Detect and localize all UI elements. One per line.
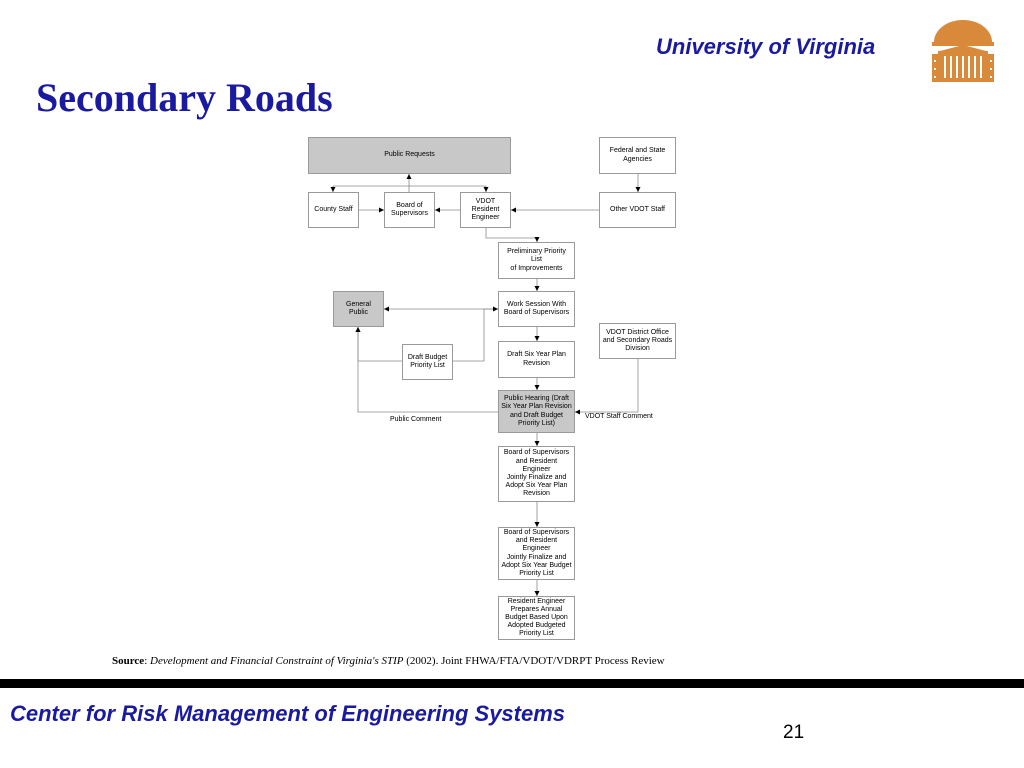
node-public-requests: Public Requests — [308, 137, 511, 174]
slide-title: Secondary Roads — [36, 75, 333, 120]
node-draft-budget-priority-list: Draft Budget Priority List — [402, 344, 453, 380]
source-detail: (2002). Joint FHWA/FTA/VDOT/VDRPT Proces… — [403, 655, 665, 667]
source-citation: Source: Development and Financial Constr… — [112, 655, 665, 667]
node-other-vdot-staff: Other VDOT Staff — [599, 192, 676, 228]
node-finalize-budget-priority: Board of Supervisors and Resident Engine… — [498, 527, 575, 580]
page-number: 21 — [783, 722, 805, 743]
node-preliminary-priority-list: Preliminary Priority List of Improvement… — [498, 242, 575, 279]
connector — [453, 306, 498, 362]
node-general-public: General Public — [333, 291, 384, 327]
node-finalize-six-year-plan: Board of Supervisors and Resident Engine… — [498, 446, 575, 502]
footer-divider — [0, 679, 1024, 688]
node-work-session: Work Session With Board of Supervisors — [498, 291, 575, 327]
node-public-hearing: Public Hearing (Draft Six Year Plan Revi… — [498, 390, 575, 433]
connector — [355, 327, 498, 413]
source-title: Development and Financial Constraint of … — [150, 655, 404, 667]
source-label: Source — [112, 655, 145, 667]
label-public-comment: Public Comment — [390, 416, 442, 423]
footer-organization: Center for Risk Management of Engineerin… — [10, 701, 566, 726]
node-county-staff: County Staff — [308, 192, 359, 228]
flowchart-connectors — [330, 174, 641, 596]
node-vdot-resident-engineer: VDOT Resident Engineer — [460, 192, 511, 228]
connector — [575, 359, 639, 415]
node-vdot-district-office: VDOT District Office and Secondary Roads… — [599, 323, 676, 359]
label-vdot-staff-comment: VDOT Staff Comment — [585, 413, 653, 420]
connector — [485, 228, 540, 242]
node-board-of-supervisors: Board of Supervisors — [384, 192, 435, 228]
source-separator: : — [144, 655, 150, 667]
rotunda-icon — [928, 16, 998, 86]
node-federal-state-agencies: Federal and State Agencies — [599, 137, 676, 174]
university-name: University of Virginia — [656, 34, 876, 59]
node-annual-budget: Resident Engineer Prepares Annual Budget… — [498, 596, 575, 640]
node-draft-six-year-plan: Draft Six Year Plan Revision — [498, 341, 575, 378]
